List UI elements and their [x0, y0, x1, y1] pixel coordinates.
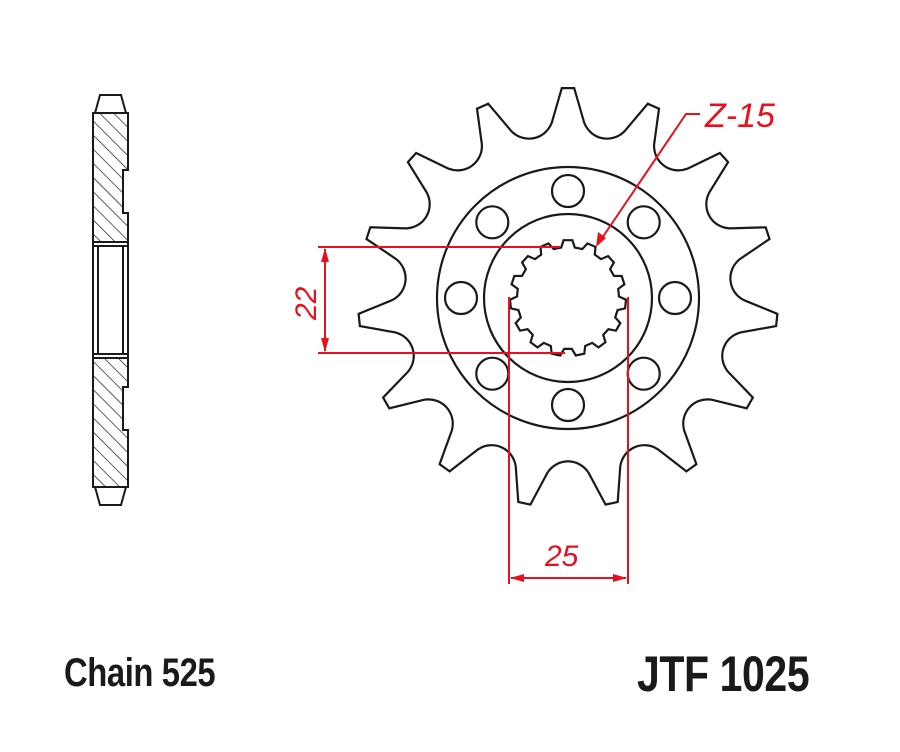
- hub-inner-ring: [482, 212, 654, 384]
- bolt-hole: [475, 356, 510, 391]
- bolt-hole: [626, 356, 661, 391]
- bolt-holes: [443, 173, 693, 423]
- teeth-count-label: Z-15: [704, 97, 775, 135]
- bolt-hole: [475, 205, 510, 240]
- sprocket-front-view: [357, 87, 779, 506]
- dimension-22-text: 22: [290, 286, 323, 321]
- bolt-circle-outer-ring: [435, 165, 701, 431]
- dimension-25-text: 25: [544, 540, 579, 573]
- teeth-count-leader: Z-15: [596, 97, 775, 247]
- spline-bore: [508, 239, 628, 357]
- side-section-view: [92, 94, 129, 506]
- dimension-25: 25: [508, 297, 629, 584]
- dimension-22: 22: [290, 246, 565, 354]
- bolt-hole: [626, 205, 661, 240]
- chain-size-label: Chain 525: [64, 651, 216, 695]
- bolt-hole: [550, 173, 586, 209]
- bolt-hole: [550, 387, 586, 423]
- part-number-label: JTF 1025: [637, 646, 810, 702]
- bolt-hole: [443, 280, 479, 316]
- sprocket-teeth-outline: [357, 87, 779, 506]
- bolt-hole: [657, 280, 693, 316]
